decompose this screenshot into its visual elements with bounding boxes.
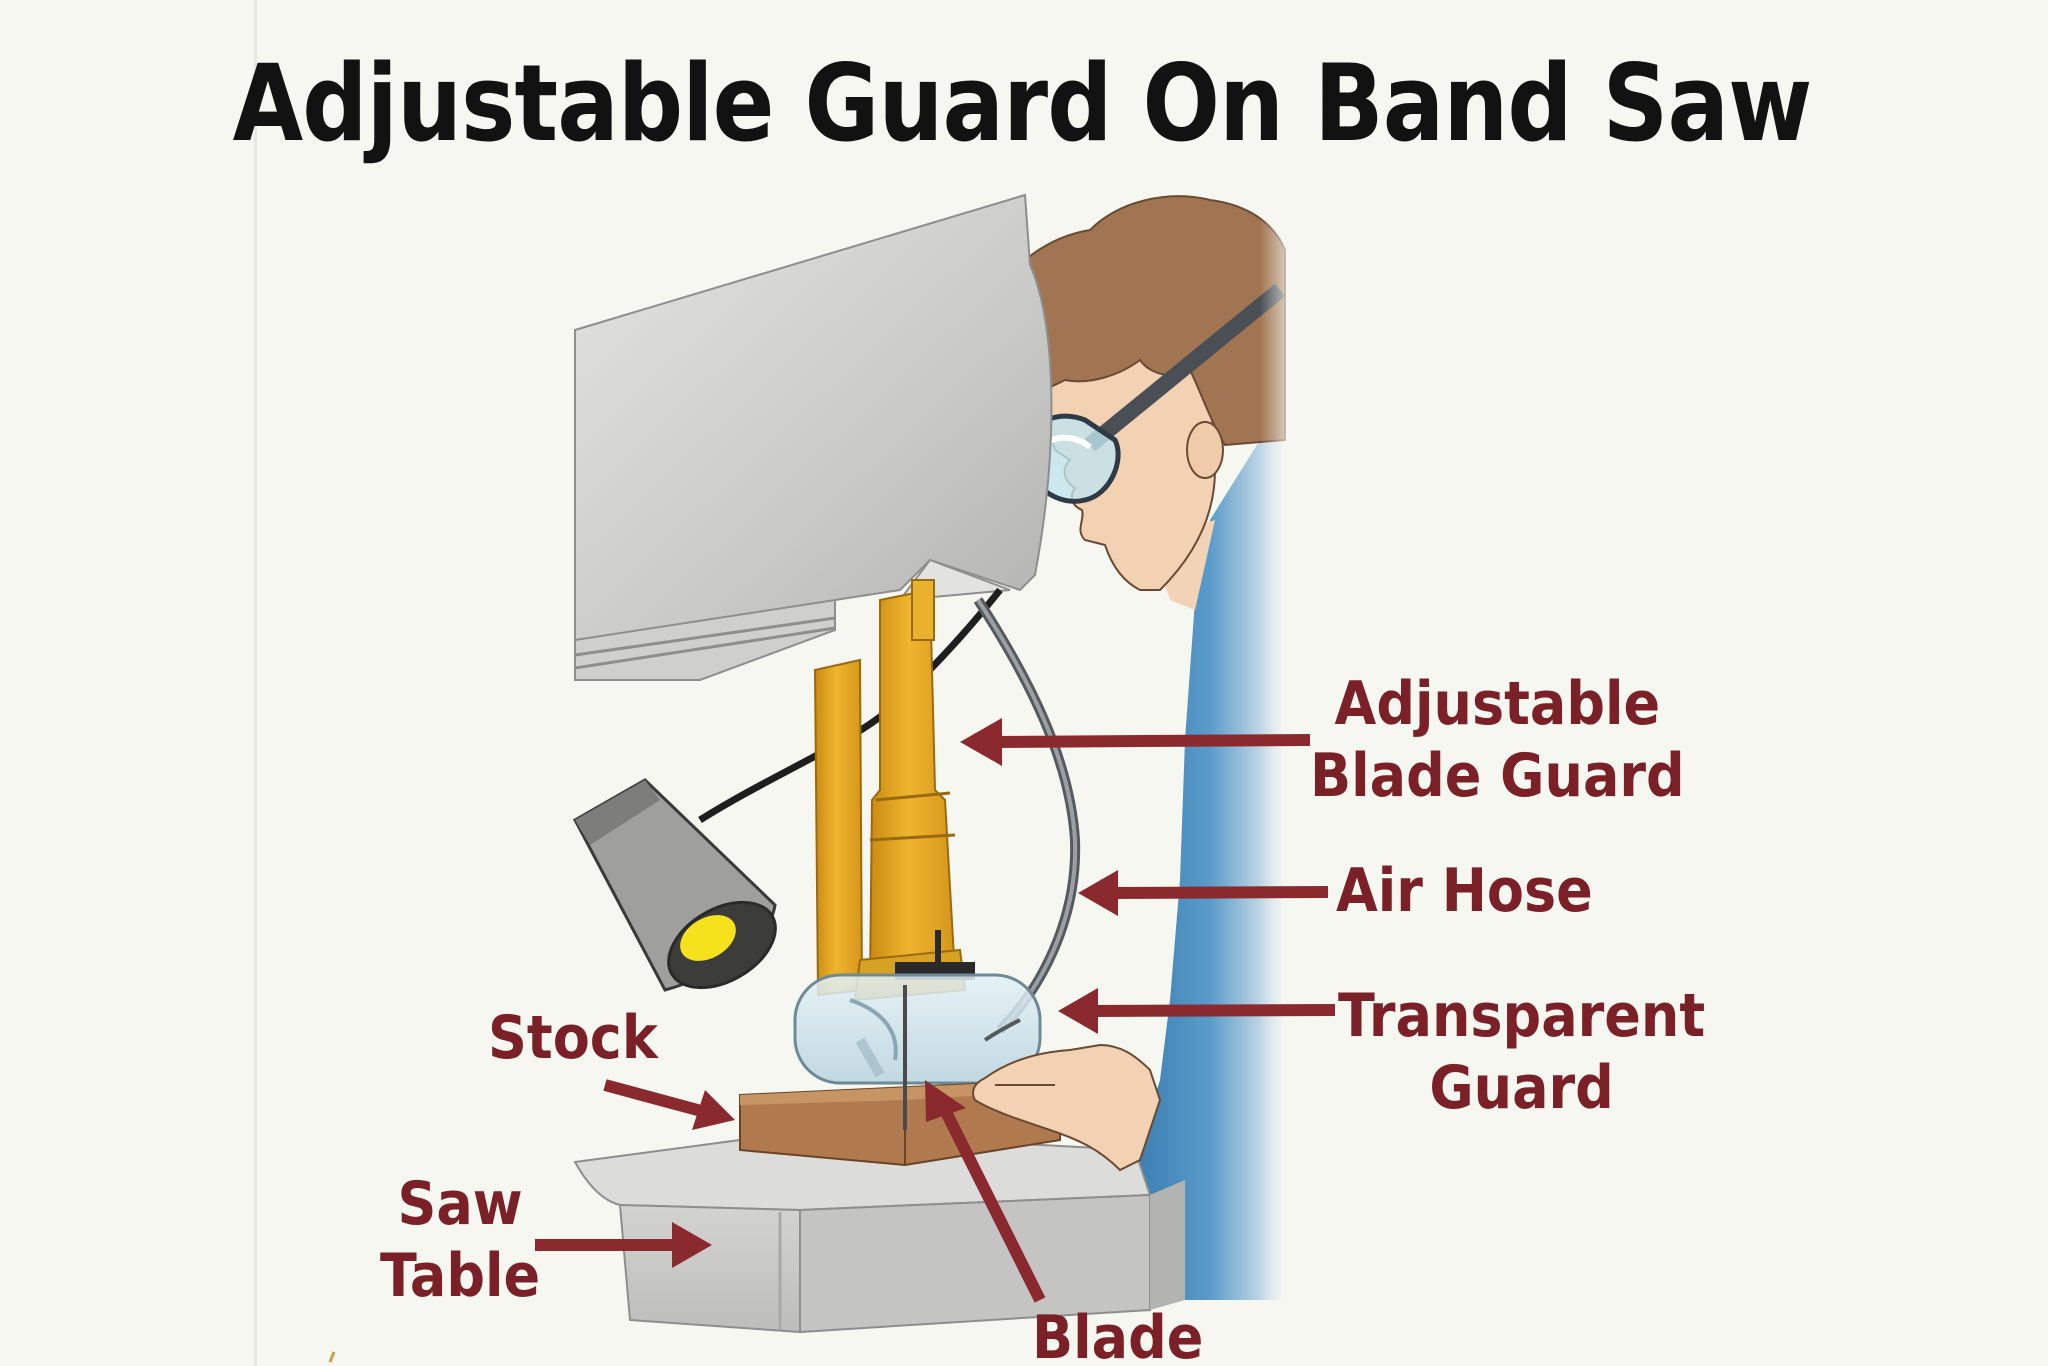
operator-ear [1186, 421, 1224, 479]
diagram-title: Adjustable Guard On Band Saw [232, 42, 1813, 165]
blade-guard-left-post [813, 658, 864, 997]
operator-shirt [1138, 440, 1282, 1300]
label-transparent-guard: Transparent Guard [1338, 980, 1705, 1124]
label-line: Guard [1429, 1053, 1614, 1123]
label-blade: Blade [1032, 1303, 1204, 1366]
saw-table [573, 1130, 1185, 1334]
label-line: Blade Guard [1310, 741, 1685, 811]
label-saw-table: Saw Table [380, 1168, 540, 1312]
label-air-hose: Air Hose [1336, 856, 1593, 926]
goggle-strap [1084, 283, 1286, 452]
saw-upper-housing [574, 193, 1053, 641]
label-line: Table [380, 1241, 541, 1311]
label-adjustable-blade-guard: Adjustable Blade Guard [1310, 668, 1685, 812]
work-lamp-icon [572, 778, 777, 992]
label-line: Transparent [1338, 981, 1706, 1051]
label-stock: Stock [488, 1003, 658, 1073]
label-line: Adjustable [1334, 669, 1661, 739]
page-margin-rule [254, 0, 257, 1366]
air-hose [973, 597, 1081, 1034]
blade-guard-main-post [868, 588, 957, 987]
transparent-guard-shield [793, 973, 1042, 1085]
operator-hand [972, 1043, 1162, 1172]
label-line: Saw [397, 1169, 523, 1239]
pointer-arrows [535, 718, 1336, 1303]
saw-housing-trim [574, 598, 836, 681]
